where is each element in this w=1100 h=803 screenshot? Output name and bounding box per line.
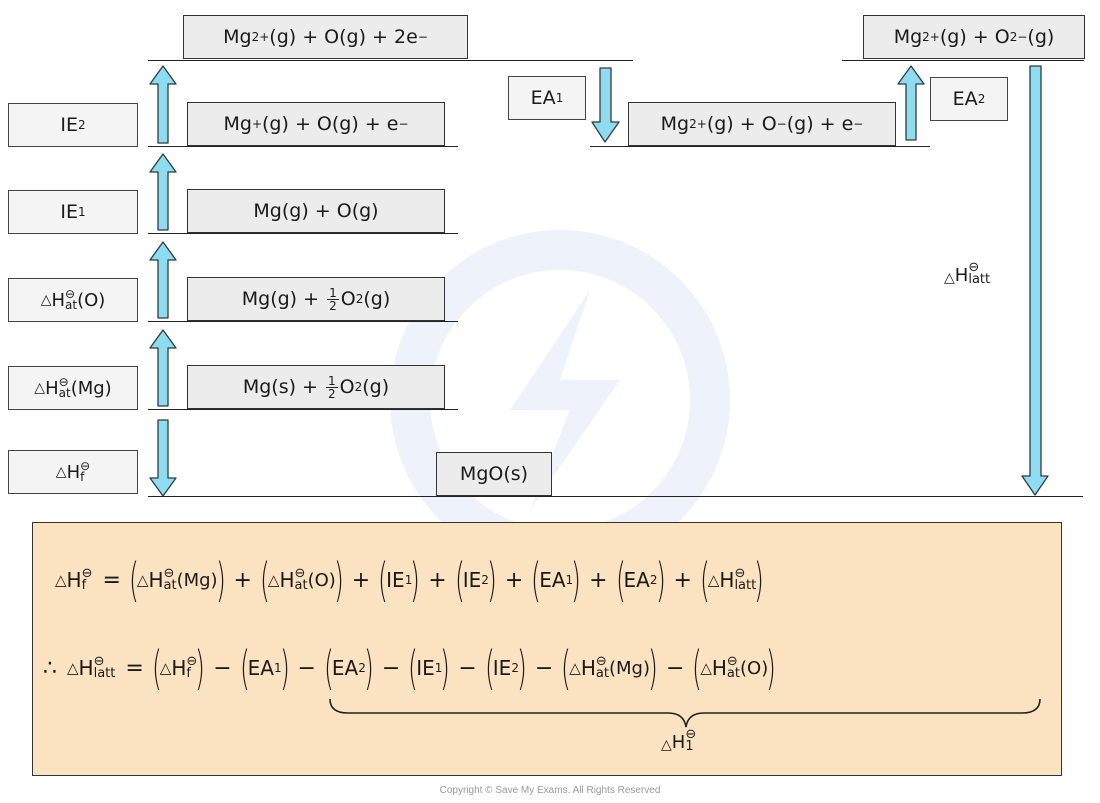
level-line-top-left	[148, 60, 633, 61]
arrow-up-icon	[897, 65, 925, 141]
term-dh-at-o: △H⊖at(O)	[700, 654, 769, 681]
arrow-down-icon	[1021, 65, 1049, 496]
underbrace	[329, 698, 1041, 728]
arrows-layer	[149, 65, 1049, 497]
level-box-mgo: MgO(s)	[436, 452, 552, 496]
level-line-top-right	[842, 60, 1084, 61]
level-line-at-o	[148, 321, 458, 322]
arrow-down-icon	[591, 67, 620, 143]
brace-label-dh1: △H⊖1	[661, 727, 697, 754]
term-dh-at-mg: △H⊖at(Mg)	[569, 654, 650, 681]
level-box-mg-o: Mg(g) + O(g)	[187, 189, 445, 233]
arrow-up-icon	[149, 153, 177, 231]
label-dh-f: △H⊖f	[8, 450, 138, 494]
term-dh-at-o: △H⊖at(O)	[267, 566, 336, 593]
level-line-at-mg	[148, 409, 458, 410]
arrow-up-icon	[149, 329, 177, 407]
arrow-down-icon	[149, 419, 177, 497]
level-line-ie1	[148, 233, 458, 234]
level-line-ground	[148, 496, 1083, 497]
arrow-up-icon	[149, 241, 177, 319]
term-dh-latt: △H⊖latt	[67, 654, 116, 681]
label-dh-latt: △H⊖latt	[944, 260, 991, 287]
label-dh-at-mg: △H⊖at(Mg)	[8, 366, 138, 410]
term-dh-f: △H⊖f	[55, 566, 93, 593]
arrow-up-icon	[149, 65, 177, 144]
level-line-ie2	[148, 146, 458, 147]
term-dh-f: △H⊖f	[159, 654, 198, 681]
copyright-text: Copyright © Save My Exams. All Rights Re…	[439, 785, 661, 796]
level-text: Mg	[223, 26, 252, 48]
term-dh-latt: △H⊖latt	[707, 566, 757, 593]
label-dh-at-o: △H⊖at(O)	[8, 278, 138, 322]
term-dh-at-mg: △H⊖at(Mg)	[136, 566, 218, 593]
level-box-mgplus-o-e: Mg+(g) + O(g) + e−	[187, 102, 445, 146]
level-line-mid-right	[590, 146, 930, 147]
